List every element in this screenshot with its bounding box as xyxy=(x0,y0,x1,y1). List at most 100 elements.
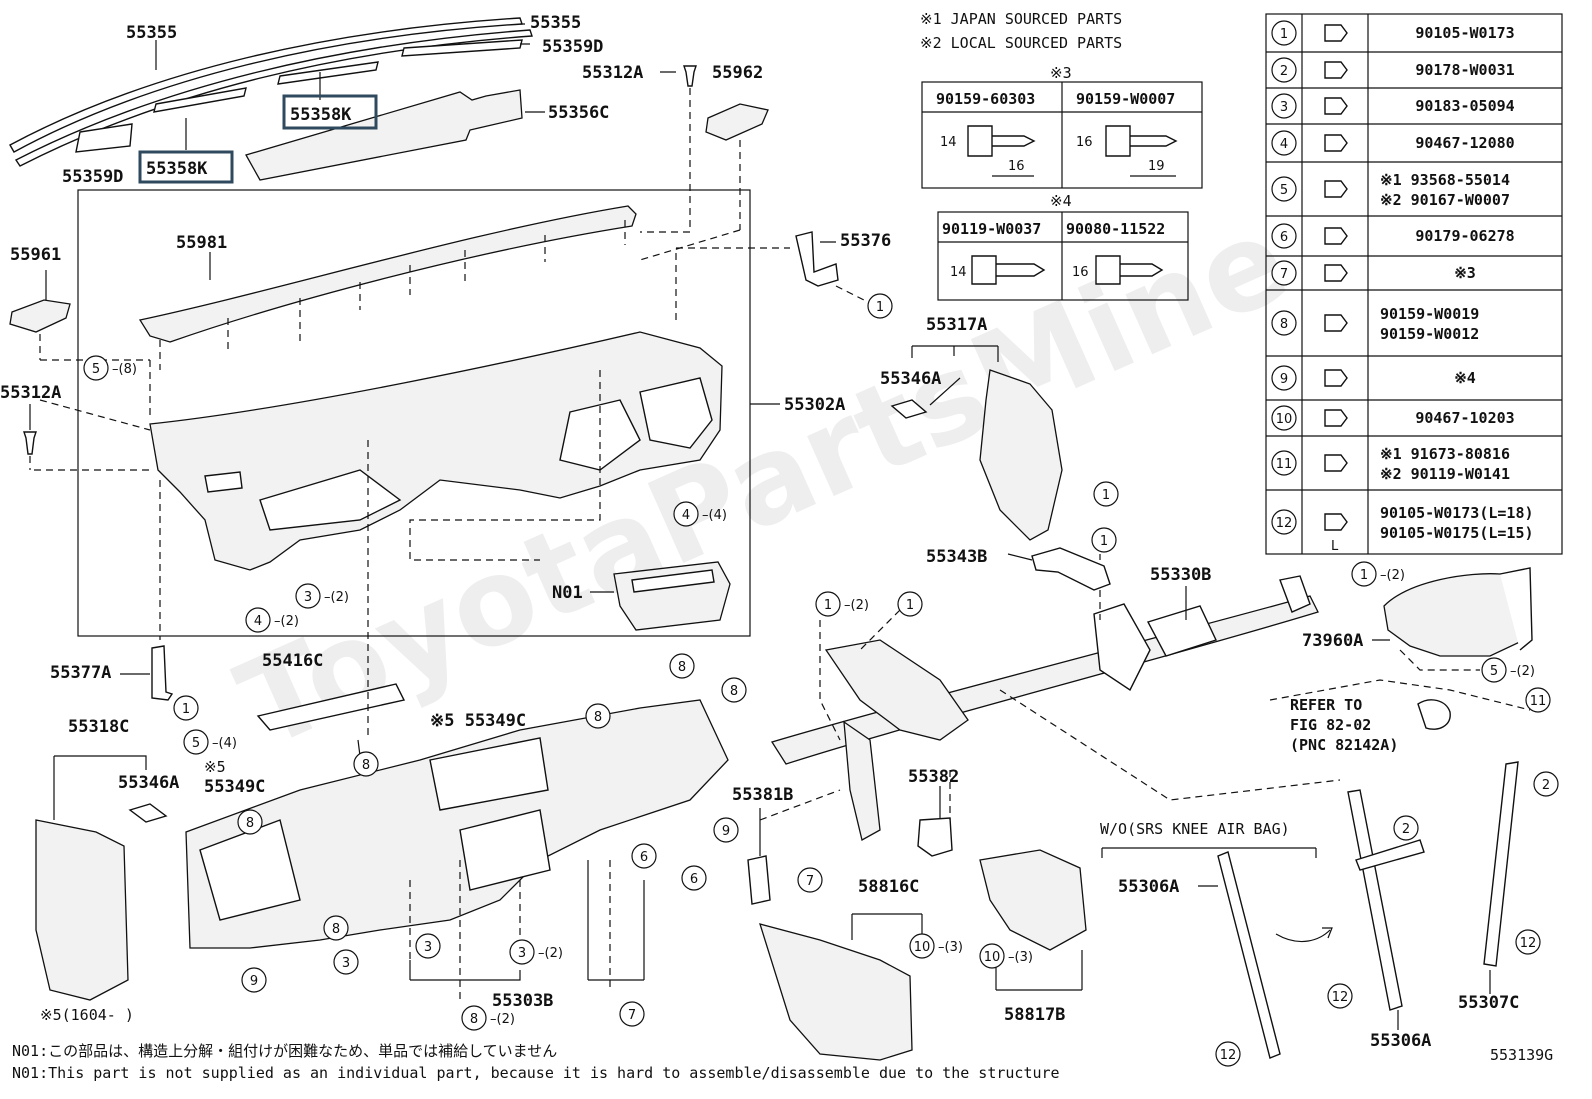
airbag-73960a xyxy=(1383,567,1533,657)
callout: 5–(8) xyxy=(83,355,137,381)
dim-16: 16 xyxy=(1072,265,1089,280)
lower-cover-58816c xyxy=(759,923,913,1061)
fastener-dim: L xyxy=(1331,539,1339,554)
fastener-part-number: ※3 xyxy=(1454,264,1476,282)
label-55346a: 55346A xyxy=(880,369,941,389)
label-55416c: 55416C xyxy=(262,651,323,671)
fastener-number: 4 xyxy=(1280,137,1288,152)
vent-55962 xyxy=(705,103,769,230)
fastener-number: 11 xyxy=(1276,457,1293,472)
callout: 1 xyxy=(1091,527,1117,553)
notes: ※1 JAPAN SOURCED PARTS ※2 LOCAL SOURCED … xyxy=(12,10,1553,1082)
callout: 6 xyxy=(631,843,657,869)
callout-circle xyxy=(867,293,893,319)
lower-cover-58817b xyxy=(979,849,1087,951)
note-wo-knee-airbag: W/O(SRS KNEE AIR BAG) xyxy=(1100,820,1290,838)
callout: 7 xyxy=(797,867,823,893)
callout-number: 3 xyxy=(304,590,312,605)
fastener-number-circle xyxy=(1271,176,1297,202)
callout: 7 xyxy=(619,1001,645,1027)
callout: 8 xyxy=(721,677,747,703)
fastener-icon xyxy=(1324,61,1348,79)
callout-circle xyxy=(797,867,823,893)
fastener-row: 5※1 93568-55014※2 90167-W0007 xyxy=(1271,171,1510,209)
fastener-icon xyxy=(1324,24,1348,42)
callout-number: 8 xyxy=(594,710,602,725)
callout-number: 5 xyxy=(192,736,200,751)
callout-circle xyxy=(669,653,695,679)
fastener-row: 11※1 91673-80816※2 90119-W0141 xyxy=(1271,445,1510,483)
fastener-icon xyxy=(1324,454,1348,472)
callout: 10–(3) xyxy=(909,933,963,959)
callout-number: 2 xyxy=(1402,822,1410,837)
dim-14: 14 xyxy=(950,265,967,280)
fastener-number-circle xyxy=(1271,130,1297,156)
callout-number: 4 xyxy=(682,508,690,523)
fastener-number: 10 xyxy=(1276,412,1293,427)
callout-circle xyxy=(681,865,707,891)
fastener-part-number: 90467-10203 xyxy=(1415,409,1514,427)
highlight-55358k-b xyxy=(138,150,234,184)
fastener-part-number: ※4 xyxy=(1454,369,1476,387)
callouts: 5–(8)4–(4)3–(2)4–(2)1111–(2)11–(2)5–(2)1… xyxy=(83,293,1559,1067)
fastener-number-circle xyxy=(1271,405,1297,431)
callout: 3–(2) xyxy=(295,583,349,609)
callout: 1 xyxy=(1093,481,1119,507)
bolt-table-3-col2: 90159-W0007 xyxy=(1076,90,1175,108)
callout: 6 xyxy=(681,865,707,891)
dim-16: 16 xyxy=(1008,159,1025,174)
label-n01: N01 xyxy=(552,583,583,603)
callout-quantity: –(2) xyxy=(1510,664,1535,679)
callout-circle xyxy=(1351,561,1377,587)
fastener-part-number: ※1 93568-55014 xyxy=(1380,171,1510,189)
fastener-number-circle xyxy=(1271,450,1297,476)
callout-number: 1 xyxy=(1100,534,1108,549)
fastener-icon xyxy=(1324,409,1348,427)
callout-number: 9 xyxy=(250,974,258,989)
label-58816c: 58816C xyxy=(858,877,919,897)
callout-circle xyxy=(353,751,379,777)
callout-circle xyxy=(1093,481,1119,507)
callout-circle xyxy=(721,677,747,703)
highlight-55358k-a xyxy=(282,94,378,130)
bracket-55377a xyxy=(151,645,174,701)
fastener-part-number: 90105-W0173(L=18) xyxy=(1380,504,1534,522)
brace-55306a-a xyxy=(1217,851,1281,1059)
fastener-part-number: 90183-05094 xyxy=(1415,97,1514,115)
label-55961: 55961 xyxy=(10,245,61,265)
callout-circle xyxy=(815,591,841,617)
fastener-icon xyxy=(1324,369,1348,387)
callout: 8 xyxy=(323,915,349,941)
callout-number: 1 xyxy=(824,598,832,613)
bolt-table-4-col1: 90119-W0037 xyxy=(942,220,1041,238)
note-n01-jp: N01:この部品は、構造上分解・組付けが困難なため、単品では補給していません xyxy=(12,1042,557,1060)
callout-circle xyxy=(245,607,271,633)
label-55349c: ※5 55349C xyxy=(430,711,526,731)
callout: 12 xyxy=(1327,983,1353,1009)
clip-55312a-top xyxy=(683,65,697,232)
callout: 10–(3) xyxy=(979,943,1033,969)
fastener-number: 3 xyxy=(1280,100,1288,115)
note-n01-en: N01:This part is not supplied as an indi… xyxy=(12,1064,1060,1082)
fastener-number: 1 xyxy=(1280,27,1288,42)
solid-leaders xyxy=(29,23,1491,1030)
callout-circle xyxy=(183,729,209,755)
callout-circle xyxy=(713,817,739,843)
fastener-part-number: 90159-W0012 xyxy=(1380,325,1479,343)
callout: 12 xyxy=(1215,1041,1241,1067)
callout: 1 xyxy=(897,591,923,617)
label-55303b: 55303B xyxy=(492,991,553,1011)
callout: 2 xyxy=(1393,815,1419,841)
callout-circle xyxy=(1327,983,1353,1009)
callout-number: 12 xyxy=(1220,1048,1237,1063)
panel-55318c xyxy=(35,819,129,1001)
label-55343b: 55343B xyxy=(926,547,987,567)
assembly-box xyxy=(77,189,751,637)
instrument-panel-55302a xyxy=(149,331,723,571)
